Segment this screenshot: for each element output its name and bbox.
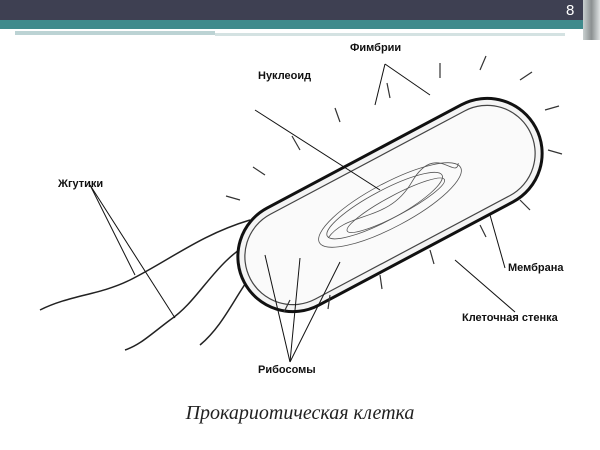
slide-header-bar: [0, 0, 583, 20]
slide-caption: Прокариотическая клетка: [185, 402, 415, 424]
page-number: 8: [566, 2, 575, 19]
flagellum: [39, 219, 251, 311]
label-fimbriae: Фимбрии: [350, 42, 402, 54]
label-ribosomes: Рибосомы: [258, 364, 316, 376]
header-accent-stripe: [0, 20, 583, 29]
label-membrane: Мембрана: [508, 262, 564, 274]
header-light-stripe-2: [215, 33, 565, 36]
flagellum: [124, 239, 256, 351]
header-edge-decoration: [583, 0, 600, 40]
header-light-stripe: [15, 31, 215, 35]
label-nucleoid: Нуклеоид: [258, 70, 312, 82]
label-flagella: Жгутики: [58, 178, 104, 190]
nucleoid: [318, 162, 462, 248]
label-cell-wall: Клеточная стенка: [462, 312, 558, 324]
